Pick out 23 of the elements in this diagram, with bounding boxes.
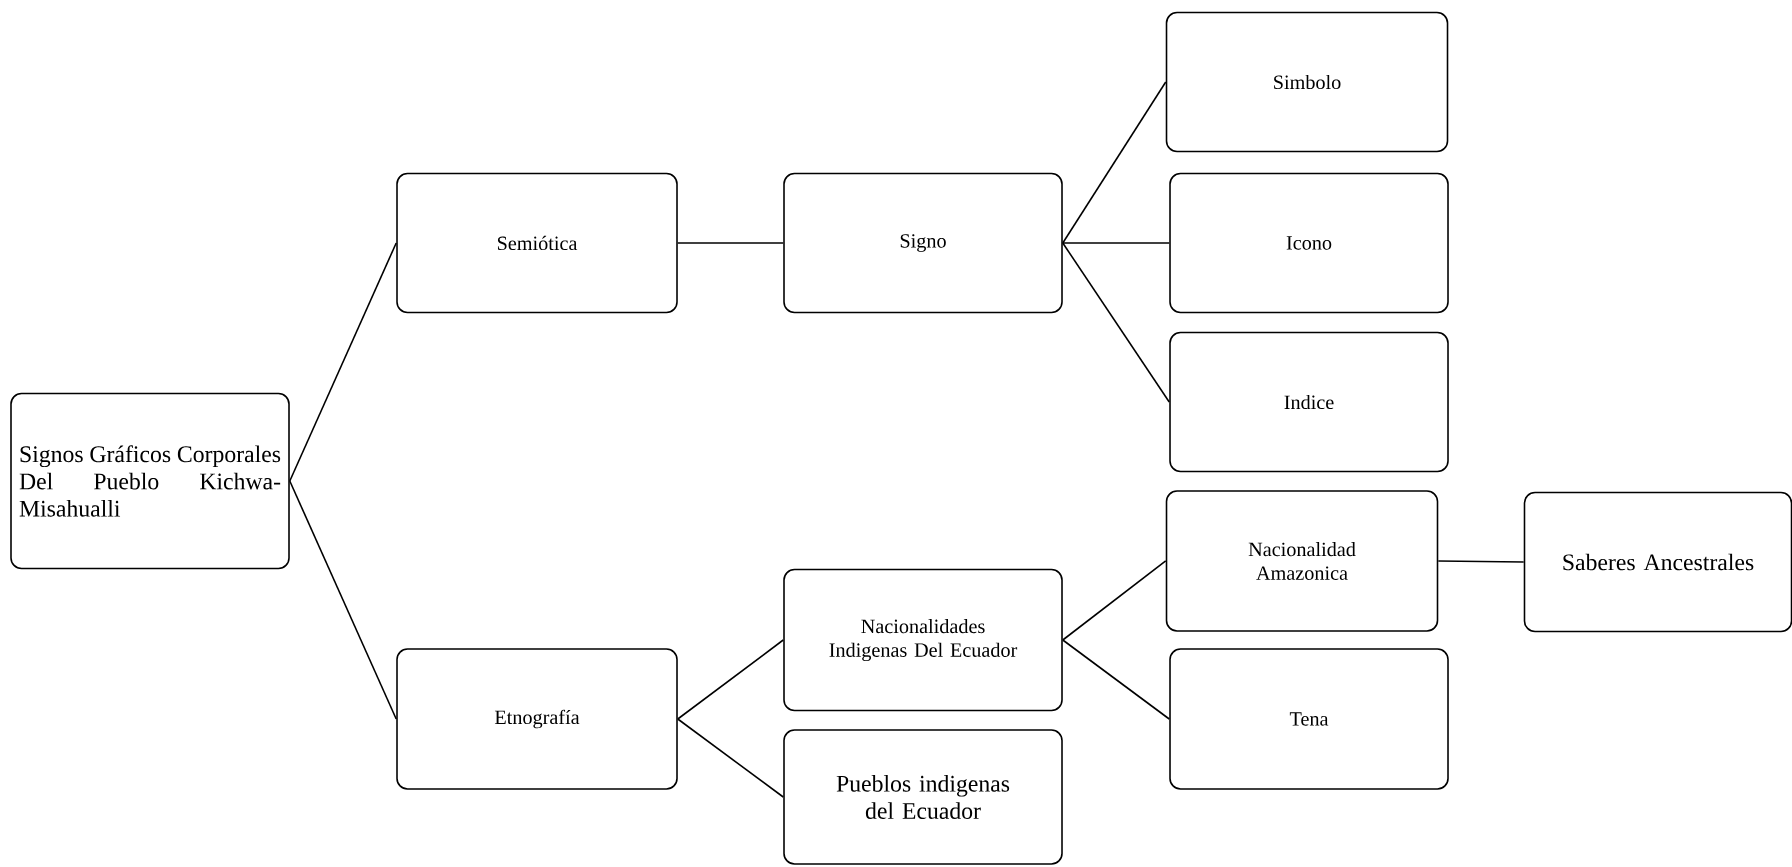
process-box: Icono (1169, 172, 1449, 314)
process-box: Signos Gráficos Corporales Del Pueblo Kichwa-Misahualli (10, 392, 290, 570)
connector-line (1062, 81, 1167, 244)
connector-line (289, 242, 397, 482)
process-box: Indice (1169, 331, 1449, 473)
process-box: Signo (783, 172, 1063, 314)
connector-line (1437, 560, 1525, 563)
connector-line (677, 242, 784, 244)
process-box: Tena (1169, 648, 1449, 790)
connector-line (677, 718, 784, 798)
process-box: Etnografía (396, 648, 678, 790)
connector-line (1062, 560, 1167, 641)
process-box: Simbolo (1165, 11, 1449, 153)
process-box: Saberes Ancestrales (1523, 491, 1792, 633)
process-box: Nacionalidades Indigenas Del Ecuador (783, 568, 1063, 712)
connector-line (289, 480, 397, 720)
process-box: Nacionalidad Amazonica (1165, 490, 1439, 632)
connector-line (677, 639, 784, 720)
process-box: Pueblos indigenas del Ecuador (783, 729, 1063, 865)
connector-line (1062, 242, 1170, 403)
process-box: Semiótica (396, 172, 678, 314)
connector-line (1062, 242, 1170, 244)
connector-line (1062, 639, 1170, 720)
